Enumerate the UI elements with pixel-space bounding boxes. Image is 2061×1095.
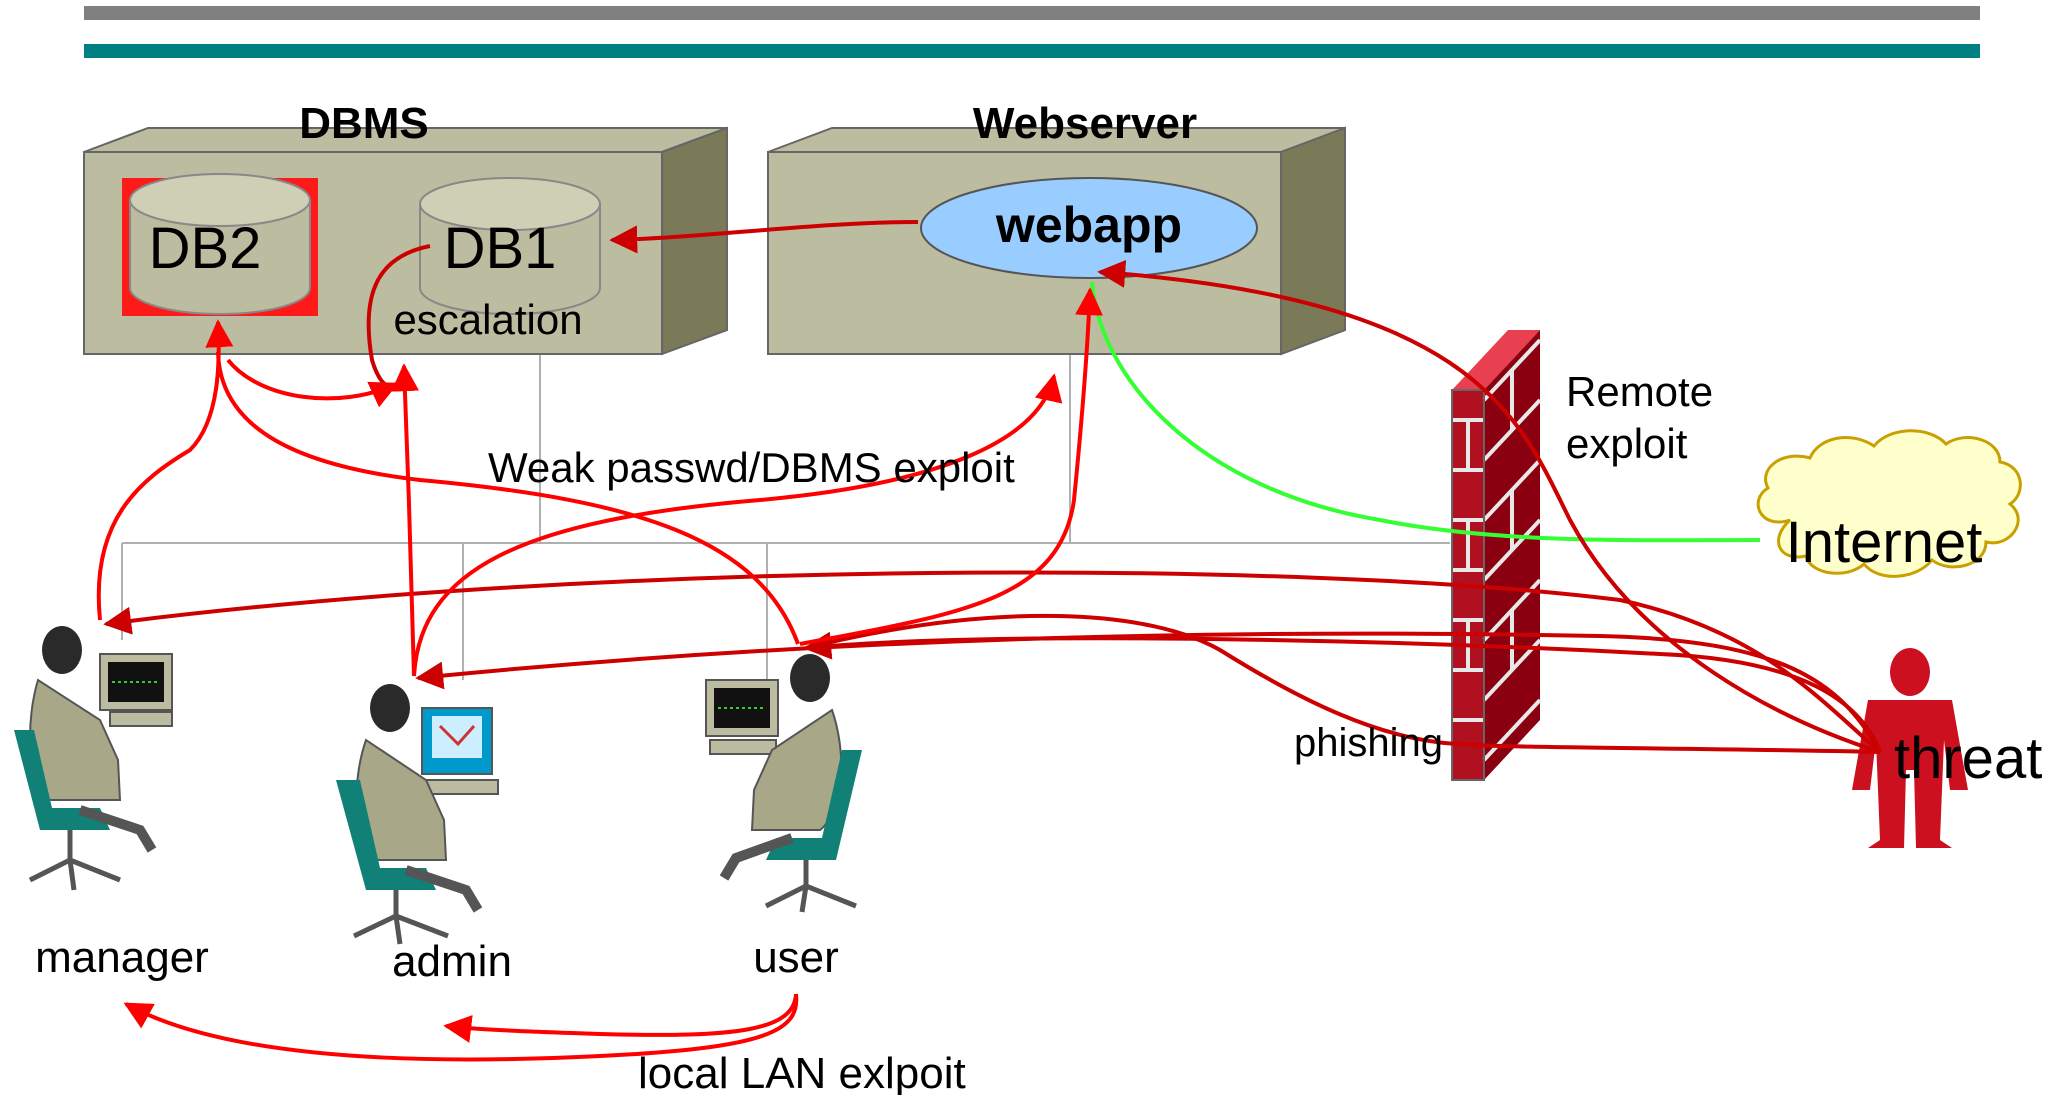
- threat-label: threat: [1894, 726, 2042, 791]
- admin-to-db1-arrow: [391, 363, 420, 677]
- weak-passwd-label: Weak passwd/DBMS exploit: [488, 444, 1015, 491]
- internet-to-webapp-link: [1090, 281, 1761, 543]
- phishing-to-manager-arrow: [103, 570, 1882, 754]
- webapp-to-db1-arrow: [609, 220, 919, 254]
- escalation-label: escalation: [393, 296, 582, 343]
- firewall-icon: [1451, 330, 1542, 781]
- phishing-to-user-arrow: [803, 631, 1882, 753]
- user-to-webapp-arrow: [799, 287, 1103, 646]
- admin-person-icon: [336, 684, 499, 945]
- local-lan-label: local LAN exlpoit: [638, 1049, 966, 1095]
- phishing-baseline: [1457, 742, 1881, 754]
- manager-label: manager: [35, 933, 209, 982]
- user-label: user: [753, 933, 839, 982]
- db2-cylinder: [122, 173, 318, 316]
- user-phishing-loop: [805, 613, 1459, 746]
- webapp-label: webapp: [995, 197, 1182, 253]
- weak-passwd-arrow: [412, 373, 1063, 677]
- user-to-db2-arrow: [216, 351, 800, 645]
- remote-exploit-arrow: [1097, 259, 1881, 754]
- remote-exploit-label-line2: exploit: [1566, 420, 1688, 467]
- internet-label: Internet: [1786, 510, 1983, 575]
- db2-escalation-loop: [226, 358, 399, 408]
- local-lan-to-admin-arrow: [443, 993, 798, 1043]
- webserver-title: Webserver: [973, 99, 1197, 148]
- phishing-to-admin-arrow: [415, 631, 1882, 753]
- internet-cloud: [1756, 429, 2022, 578]
- local-lan-to-manager-arrow: [123, 993, 799, 1062]
- db1-label: DB1: [444, 216, 557, 281]
- phishing-label: phishing: [1294, 721, 1443, 765]
- top-bar-teal: [84, 44, 1980, 58]
- threat-person-icon: [1852, 648, 1968, 848]
- db1-cylinder: [419, 177, 601, 315]
- manager-person-icon: [14, 626, 173, 891]
- webapp-node: [920, 177, 1258, 279]
- dbms-title: DBMS: [299, 99, 429, 148]
- admin-label: admin: [392, 937, 512, 986]
- manager-to-db2-arrow: [96, 319, 234, 621]
- attack-paths: [103, 220, 1882, 754]
- user-person-icon: [705, 654, 862, 913]
- insider-paths: [96, 287, 1103, 1062]
- db2-label: DB2: [149, 216, 262, 281]
- remote-exploit-label-line1: Remote: [1566, 368, 1713, 415]
- lan-network-lines: [121, 355, 1450, 680]
- top-bar-gray: [84, 6, 1980, 20]
